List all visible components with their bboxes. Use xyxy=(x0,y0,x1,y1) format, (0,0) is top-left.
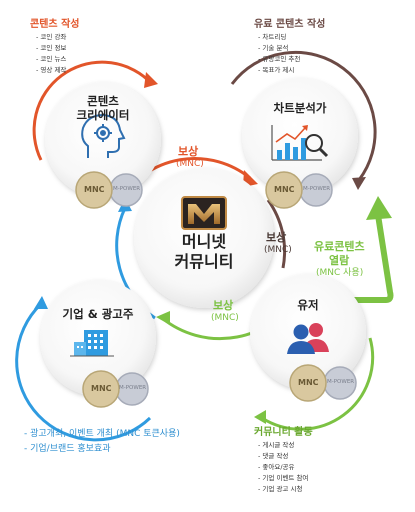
center-name-line2: 커뮤니티 xyxy=(174,252,234,271)
creator-item: - 영상 제작 xyxy=(36,66,67,74)
paid-content-sub: (MNC 사용) xyxy=(316,268,364,278)
company-bottom-item: - 광고개최, 이벤트 개최 (MNC 토큰사용) xyxy=(24,429,180,439)
cycle-arrow-bottom xyxy=(156,311,170,325)
creator-item: - 코인 강좌 xyxy=(36,33,67,41)
cycle-arc-right xyxy=(266,199,287,269)
company-arc-arrow xyxy=(34,296,48,309)
reward-right-title: 보상 xyxy=(266,231,287,244)
user-item: - 댓글 작성 xyxy=(258,452,289,460)
building-icon xyxy=(70,330,114,357)
coin-mpower-label: M-POWER xyxy=(327,379,355,385)
creator-label-line1: 콘텐츠 xyxy=(87,94,119,108)
paid-content-arrow-head xyxy=(366,196,392,220)
creator-arc xyxy=(32,60,150,161)
creator-label-line2: 크리에이터 xyxy=(76,108,130,122)
creator-coins xyxy=(75,171,143,209)
company-coins xyxy=(82,370,149,408)
analyst-coins xyxy=(265,171,333,209)
coin-mnc-label: MNC xyxy=(91,384,112,393)
head-gear-icon xyxy=(81,113,126,158)
user-arc xyxy=(261,337,375,431)
reward-lower-title: 보상 xyxy=(213,299,234,312)
coin-mnc-label: MNC xyxy=(298,378,319,387)
creator-item: - 코인 뉴스 xyxy=(36,55,67,63)
paid-content-arrow-body xyxy=(352,214,394,303)
user-item: - 기업 광고 시청 xyxy=(258,485,303,493)
user-arc-arrow xyxy=(254,410,266,424)
company-label: 기업 & 광고주 xyxy=(62,307,134,321)
creator-header: 콘텐츠 작성 xyxy=(30,19,80,30)
analyst-item: - 기술 분석 xyxy=(258,44,289,52)
reward-top-sub: (MNC) xyxy=(176,159,204,169)
paid-content-line2: 열람 xyxy=(329,254,350,267)
user-header: 커뮤니티 활동 xyxy=(254,427,313,438)
coin-mpower-label: M-POWER xyxy=(303,186,331,192)
reward-top-title: 보상 xyxy=(178,145,199,158)
coin-mnc-label: MNC xyxy=(274,185,295,194)
user-item: - 게시글 작성 xyxy=(258,441,295,449)
users-icon xyxy=(287,323,329,354)
reward-lower-sub: (MNC) xyxy=(211,313,239,323)
center-name-line1: 머니넷 xyxy=(181,232,227,251)
creator-arc-arrow xyxy=(144,72,158,88)
creator-item: - 코인 정보 xyxy=(36,44,67,52)
user-coins xyxy=(289,364,357,402)
analyst-item: - 목표가 제시 xyxy=(258,66,295,74)
paid-content-line1: 유료콘텐츠 xyxy=(314,240,365,253)
chart-magnifier-icon xyxy=(271,125,329,161)
user-item: - 좋아요/공유 xyxy=(258,463,295,471)
coin-mpower-label: M-POWER xyxy=(119,385,147,391)
analyst-arc-arrow xyxy=(352,177,366,190)
analyst-item: - 차트리딩 xyxy=(258,33,287,41)
analyst-node xyxy=(242,78,358,194)
analyst-header: 유료 콘텐츠 작성 xyxy=(254,19,326,30)
center-node xyxy=(134,168,274,308)
analyst-label: 차트분석가 xyxy=(273,101,327,115)
user-label: 유저 xyxy=(297,298,319,312)
m-logo-icon xyxy=(181,196,227,230)
company-arc xyxy=(15,302,152,442)
coin-mpower-label: M-POWER xyxy=(113,186,141,192)
company-bottom-item: - 기업/브랜드 홍보효과 xyxy=(24,444,111,454)
coin-mnc-label: MNC xyxy=(84,185,105,194)
reward-right-sub: (MNC) xyxy=(264,245,292,255)
analyst-arc xyxy=(230,50,377,181)
analyst-item: - 유망코인 추천 xyxy=(258,55,301,63)
user-item: - 기업 이벤트 참여 xyxy=(258,474,309,482)
